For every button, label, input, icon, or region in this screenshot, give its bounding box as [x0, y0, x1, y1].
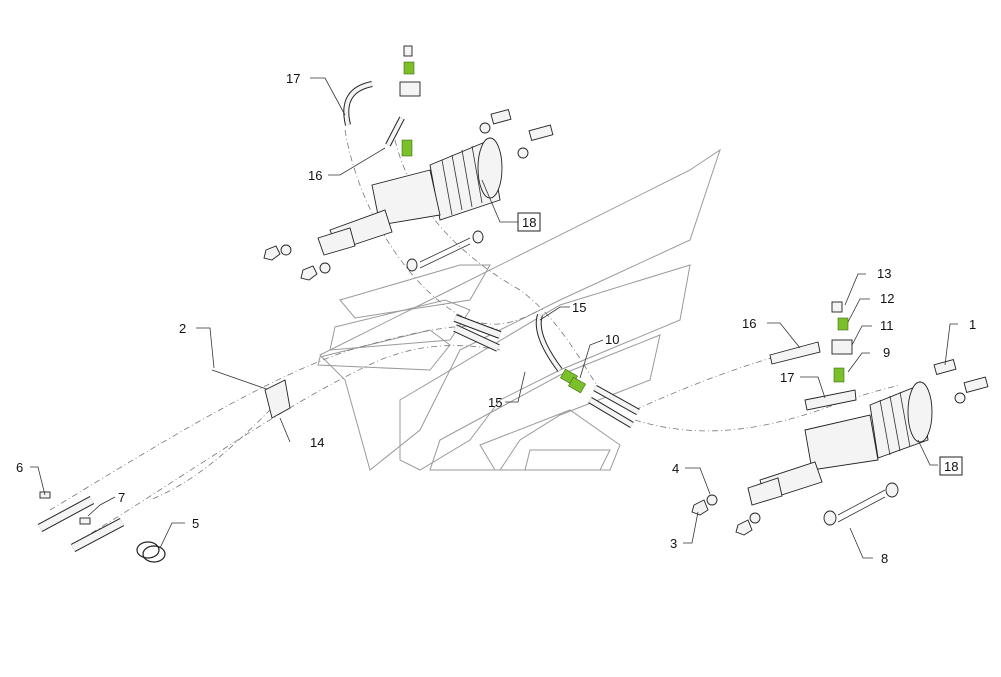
lower-cap — [831, 301, 843, 313]
lower-nut-b — [735, 519, 753, 536]
callout-16-lower: 16 — [742, 316, 756, 331]
watermark-logo — [317, 148, 721, 471]
upper-washer-4 — [319, 262, 331, 274]
lower-washer-b — [749, 512, 761, 524]
callout-15-upper: 15 — [572, 300, 586, 315]
callout-18-upper: 18 — [522, 215, 536, 230]
lower-cylinder-assembly — [691, 301, 989, 536]
leader-lines — [30, 77, 958, 559]
callout-12: 12 — [880, 291, 894, 306]
upper-nut-2 — [300, 265, 318, 281]
callout-10: 10 — [605, 332, 619, 347]
lower-bolt-a — [933, 359, 957, 375]
callout-2: 2 — [179, 321, 186, 336]
callout-4: 4 — [672, 461, 679, 476]
upper-washer-1 — [479, 122, 491, 134]
callout-1: 1 — [969, 317, 976, 332]
callout-8: 8 — [881, 551, 888, 566]
callout-14: 14 — [310, 435, 324, 450]
nut-3 — [691, 499, 709, 516]
pin-7 — [70, 517, 125, 552]
upper-fitting-a — [401, 139, 413, 157]
lower-fitting-12 — [837, 317, 849, 331]
callout-15-lower: 15 — [488, 395, 502, 410]
lower-clevis — [747, 477, 783, 506]
circlips-5 — [136, 541, 166, 563]
upper-clevis — [317, 227, 356, 256]
callout-9: 9 — [883, 345, 890, 360]
washer-4 — [706, 494, 718, 506]
lower-tee-11 — [831, 339, 853, 355]
upper-washer-3 — [280, 244, 292, 256]
left-parts — [37, 369, 291, 563]
clamp-block-14 — [264, 379, 291, 419]
callout-3: 3 — [670, 536, 677, 551]
callout-7: 7 — [118, 490, 125, 505]
lower-bellows — [869, 381, 933, 459]
upper-bolt-2 — [528, 124, 554, 141]
long-bolt-2 — [211, 369, 276, 393]
upper-fitting-b — [403, 61, 415, 75]
callout-6: 6 — [16, 460, 23, 475]
upper-cylinder-flange — [371, 169, 441, 226]
lower-fitting-9 — [833, 367, 845, 383]
lower-pipe-16 — [769, 341, 821, 365]
callout-13: 13 — [877, 266, 891, 281]
callout-18-lower: 18 — [944, 459, 958, 474]
upper-nut-1 — [263, 245, 281, 261]
upper-spring — [406, 230, 484, 272]
callout-16-upper: 16 — [308, 168, 322, 183]
middle-pipes — [453, 314, 640, 429]
lower-spring-8 — [823, 482, 899, 526]
lower-pipe-17 — [804, 389, 857, 411]
callout-18-upper-box — [517, 212, 541, 232]
lower-washer — [954, 392, 966, 404]
upper-bellows — [429, 137, 503, 221]
lower-bolt-1 — [963, 376, 989, 393]
upper-tee — [399, 81, 421, 97]
callout-labels: 17 16 18 2 14 15 10 15 6 7 5 16 17 13 12… — [16, 71, 976, 566]
callout-11: 11 — [880, 318, 894, 333]
callout-17-upper: 17 — [286, 71, 300, 86]
callout-17-lower: 17 — [780, 370, 794, 385]
callout-5: 5 — [192, 516, 199, 531]
callout-18-lower-box — [939, 456, 963, 476]
upper-washer-2 — [517, 147, 529, 159]
upper-bolt-1 — [490, 109, 512, 125]
upper-cylinder-assembly — [263, 45, 554, 281]
lower-cylinder-flange — [804, 414, 879, 471]
upper-cap — [403, 45, 413, 57]
